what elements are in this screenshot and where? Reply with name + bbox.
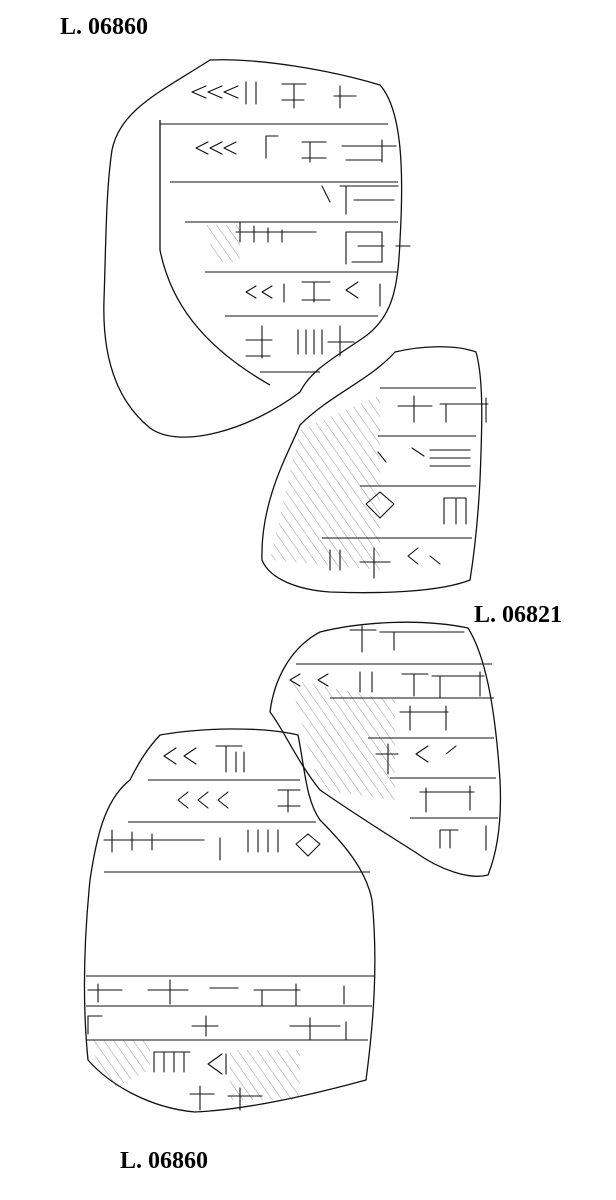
cuneiform-signs-row-4: [235, 221, 411, 265]
cuneiform-signs-row-2: [195, 135, 397, 163]
cuneiform-signs-right-upper: [329, 395, 489, 579]
cuneiform-signs-row-1: [191, 81, 357, 109]
cuneiform-signs-bottom: [87, 745, 347, 1111]
tablet-label-top: L. 06860: [60, 14, 149, 40]
cuneiform-signs-row-3: [321, 185, 399, 215]
tablet-fragment-right-upper: [261, 346, 489, 594]
tablet-label-bottom: L. 06860: [120, 1148, 209, 1174]
tablet-label-middle: L. 06821: [474, 602, 563, 628]
cuneiform-signs-row-6: [245, 325, 355, 359]
tablet-fragment-top: [103, 59, 411, 438]
cuneiform-signs-row-5: [245, 281, 381, 307]
cuneiform-signs-right-middle: [289, 625, 487, 851]
tablet-fragment-right-middle: [269, 621, 502, 877]
tablet-fragment-bottom: [83, 728, 376, 1113]
